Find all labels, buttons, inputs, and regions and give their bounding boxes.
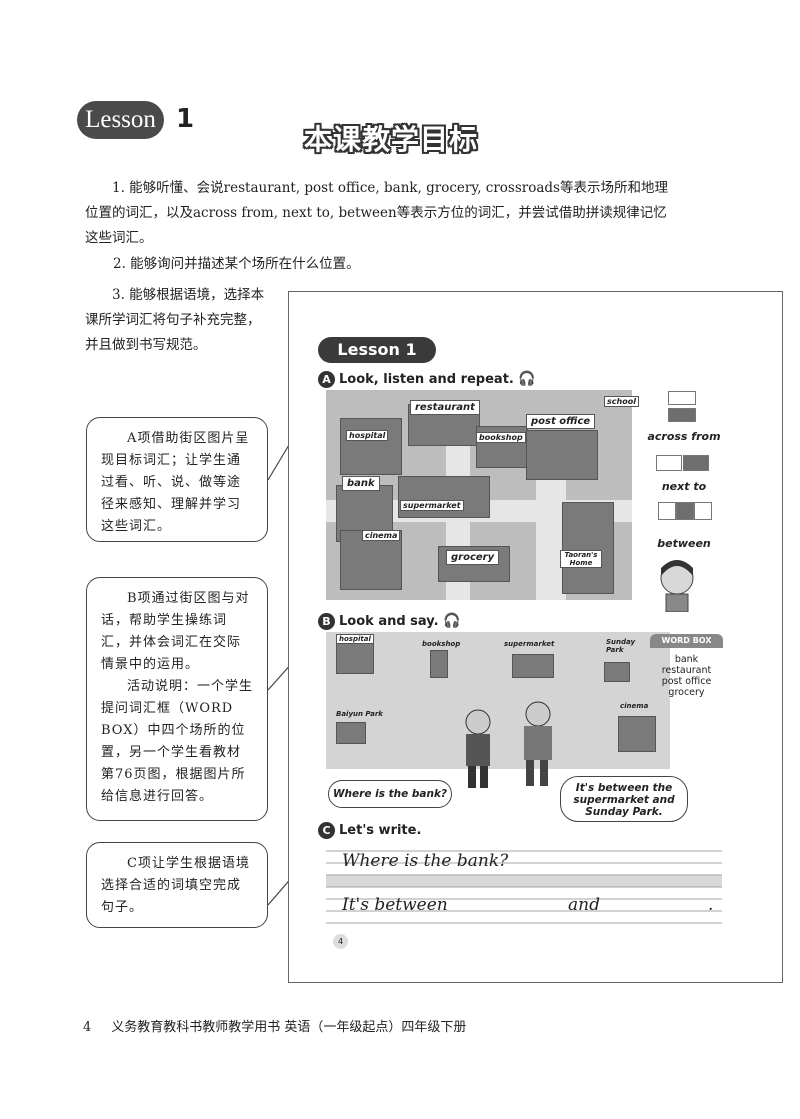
sign-post-office: post office [526,414,596,429]
sign-supermarket: supermarket [400,500,464,511]
word-box-list: bank restaurant post office grocery [650,648,723,698]
sign-restaurant: restaurant [410,400,480,415]
sign-baiyun-park: Baiyun Park [336,710,383,718]
footer: 4 义务教育教科书教师教学用书 英语（一年级起点）四年级下册 [83,1016,466,1035]
position-icon-filled [676,502,694,520]
lesson-badge: Lesson [77,101,164,139]
keyword-between: between [657,537,711,550]
headphones-icon[interactable]: 🎧 [518,371,536,387]
section-c-heading: C Let's write. [318,822,421,839]
write-line-question: Where is the bank? [342,851,509,871]
section-a-badge: A [318,371,335,388]
write-line-answer-and: and [568,895,600,915]
hospital-building [340,418,402,475]
note-section-b: B项通过街区图与对话，帮助学生操练词汇，并体会词汇在交际情景中的运用。 活动说明… [86,577,268,821]
hospital-building [336,642,374,674]
section-a-title: Look, listen and repeat. [339,372,514,387]
street-strip-illustration: hospital bookshop supermarket Sunday Par… [326,632,670,769]
note-b-text: B项通过街区图与对话，帮助学生操练词汇，并体会词汇在交际情景中的运用。 [101,591,250,672]
handwriting-lines [326,850,722,924]
sign-bank: bank [342,476,380,491]
sign-cinema: cinema [620,702,649,710]
word-box-item: bank [674,654,699,665]
objective-3: 3. 能够根据语境，选择本课所学词汇将句子补充完整，并且做到书写规范。 [85,287,265,353]
street-map-illustration: restaurant post office school hospital b… [326,390,639,600]
textbook-page-number: 4 [333,934,348,949]
section-c-badge: C [318,822,335,839]
lesson-number: 1 [176,104,195,134]
note-a-text: A项借助街区图片呈现目标词汇；让学生通过看、听、说、做等途径来感知、理解并学习这… [101,431,250,534]
word-box-item: restaurant [661,665,712,676]
supermarket-building [398,476,490,518]
word-box: WORD BOX bank restaurant post office gro… [650,634,723,708]
cinema-building [618,716,656,752]
sign-grocery: grocery [446,550,500,565]
word-box-title: WORD BOX [650,634,723,648]
baiyun-park-building [336,722,366,744]
objective-1: 1. 能够听懂、会说restaurant, post office, bank,… [85,180,668,246]
word-box-item: post office [661,676,712,687]
sign-supermarket: supermarket [504,640,555,648]
sign-hospital: hospital [346,430,389,441]
section-b-title: Look and say. [339,614,439,629]
speech-bubble-question: Where is the bank? [328,780,452,808]
objectives-title: 本课教学目标 [304,123,479,156]
note-c-text: C项让学生根据语境选择合适的词填空完成句子。 [101,856,250,915]
position-icon-empty [694,502,712,520]
headphones-icon[interactable]: 🎧 [443,613,461,629]
position-icon-empty [658,502,676,520]
supermarket-building [512,654,554,678]
sign-hospital: hospital [336,634,374,644]
position-icon-empty [656,455,682,471]
speech-bubble-answer: It's between the supermarket and Sunday … [560,776,688,822]
note-section-c: C项让学生根据语境选择合适的词填空完成句子。 [86,842,268,928]
write-line-answer-period: . [708,895,714,915]
section-a-heading: A Look, listen and repeat. 🎧 [318,371,536,388]
footer-book-title: 义务教育教科书教师教学用书 英语（一年级起点）四年级下册 [111,1020,467,1035]
position-icon-filled [668,408,696,422]
objective-2: 2. 能够询问并描述某个场所在什么位置。 [113,256,360,272]
note-section-a: A项借助街区图片呈现目标词汇；让学生通过看、听、说、做等途径来感知、理解并学习这… [86,417,268,542]
section-b-heading: B Look and say. 🎧 [318,613,460,630]
position-icon-filled [683,455,709,471]
position-icon-empty [668,391,696,405]
keyword-next-to: next to [661,480,707,493]
sign-school: school [604,396,639,407]
taoran-home-building [562,502,614,594]
section-b-badge: B [318,613,335,630]
bookshop-building [430,650,448,678]
sign-taoran-home: Taoran's Home [560,550,602,568]
section-c-title: Let's write. [339,823,422,838]
sunday-park-building [604,662,630,682]
children-illustration [465,701,552,788]
textbook-lesson-badge: Lesson 1 [318,337,436,363]
word-box-item: grocery [668,687,705,698]
sign-sunday-park: Sunday Park [606,638,636,654]
sign-cinema: cinema [362,530,401,541]
sign-bookshop: bookshop [476,432,526,443]
write-line-answer-start[interactable]: It's between [342,895,448,915]
note-b-activity: 活动说明：一个学生提问词汇框（WORD BOX）中四个场所的位置，另一个学生看教… [101,679,254,804]
girl-illustration [660,560,694,612]
keyword-across-from: across from [647,430,721,443]
sign-bookshop: bookshop [422,640,461,648]
footer-page-number: 4 [83,1020,92,1035]
post-office-building [526,430,598,480]
